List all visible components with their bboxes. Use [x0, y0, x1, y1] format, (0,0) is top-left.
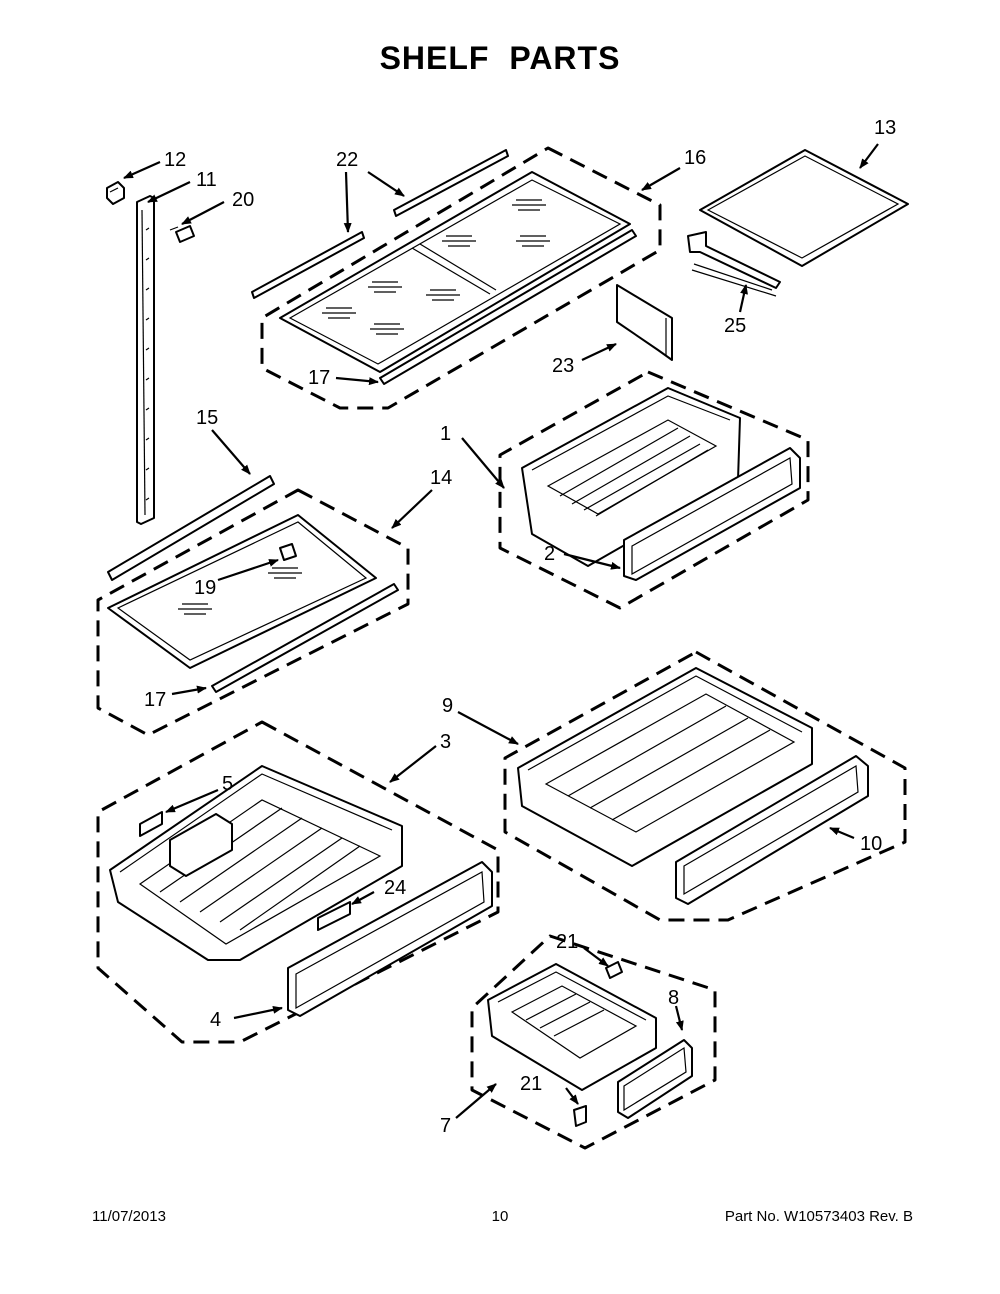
- callout-13: 13: [874, 117, 896, 139]
- footer-part-number: Part No. W10573403 Rev. B: [724, 1208, 913, 1225]
- callout-25: 25: [724, 315, 746, 337]
- small-drawer-ribs: [525, 993, 605, 1037]
- group-outline-shelf-16: [260, 146, 662, 410]
- shelf-glass-logos: [322, 199, 550, 335]
- callout-17-top: 17: [308, 367, 330, 389]
- small-drawer-bin-7: [487, 963, 657, 1091]
- callout-4: 4: [210, 1009, 221, 1031]
- group-outline-crisper-1: [498, 370, 810, 610]
- shelf-assembly-14: [107, 475, 399, 693]
- shelf-glass-logos-14: [178, 567, 302, 615]
- group-outline-drawer-3: [96, 720, 500, 1044]
- callout-3: 3: [440, 731, 451, 753]
- crisper-ribs: [559, 427, 709, 517]
- small-drawer-front-8: [617, 1039, 693, 1119]
- callout-15: 15: [196, 407, 218, 429]
- screw-21-bottom: [573, 1105, 587, 1127]
- callout-7: 7: [440, 1115, 451, 1137]
- crisper-front-2: [623, 447, 801, 581]
- footer-page-number: 10: [491, 1208, 509, 1225]
- divider-23: [616, 284, 673, 361]
- callout-10: 10: [860, 833, 882, 855]
- shelf-rail: [136, 195, 155, 525]
- callout-14: 14: [430, 467, 452, 489]
- callout-2: 2: [544, 543, 555, 565]
- callout-8: 8: [668, 987, 679, 1009]
- callout-17-mid: 17: [144, 689, 166, 711]
- callout-23: 23: [552, 355, 574, 377]
- rail-slots: [145, 227, 150, 501]
- callout-20: 20: [232, 189, 254, 211]
- callout-labels: 12 11 20 22 16 13 25 23 17 1 2 15 14 19 …: [144, 117, 896, 1137]
- callout-1: 1: [440, 423, 451, 445]
- callout-16: 16: [684, 147, 706, 169]
- group-outline-pantry-9: [503, 650, 907, 922]
- callout-11: 11: [196, 169, 217, 191]
- small-shelf-13: [699, 149, 909, 267]
- callout-22: 22: [336, 149, 358, 171]
- leader-lines: [123, 143, 879, 1119]
- callout-24: 24: [384, 877, 406, 899]
- group-outline-shelf-14: [96, 488, 410, 737]
- callout-9: 9: [442, 695, 453, 717]
- pantry-bin-9: [517, 667, 813, 867]
- rail-cap-clip: [106, 181, 125, 205]
- shelf-bracket-25: [687, 231, 781, 297]
- page-title: SHELF PARTS: [379, 40, 621, 76]
- drawer-front-4: [287, 861, 493, 1017]
- clip-5: [139, 811, 163, 837]
- drawer-bin-3: [109, 765, 403, 961]
- callout-21-top: 21: [556, 931, 578, 953]
- group-outline-drawer-7: [470, 934, 717, 1150]
- callout-19: 19: [194, 577, 216, 599]
- callout-12: 12: [164, 149, 186, 171]
- pantry-ribs: [567, 705, 771, 821]
- callout-21-bottom: 21: [520, 1073, 542, 1095]
- callout-5: 5: [222, 773, 233, 795]
- shelf-assembly-16: [251, 149, 637, 385]
- footer-date: 11/07/2013: [92, 1208, 166, 1225]
- screw-21-top: [605, 961, 623, 979]
- pantry-front-10: [675, 755, 869, 905]
- shelf-screw-20: [169, 225, 195, 243]
